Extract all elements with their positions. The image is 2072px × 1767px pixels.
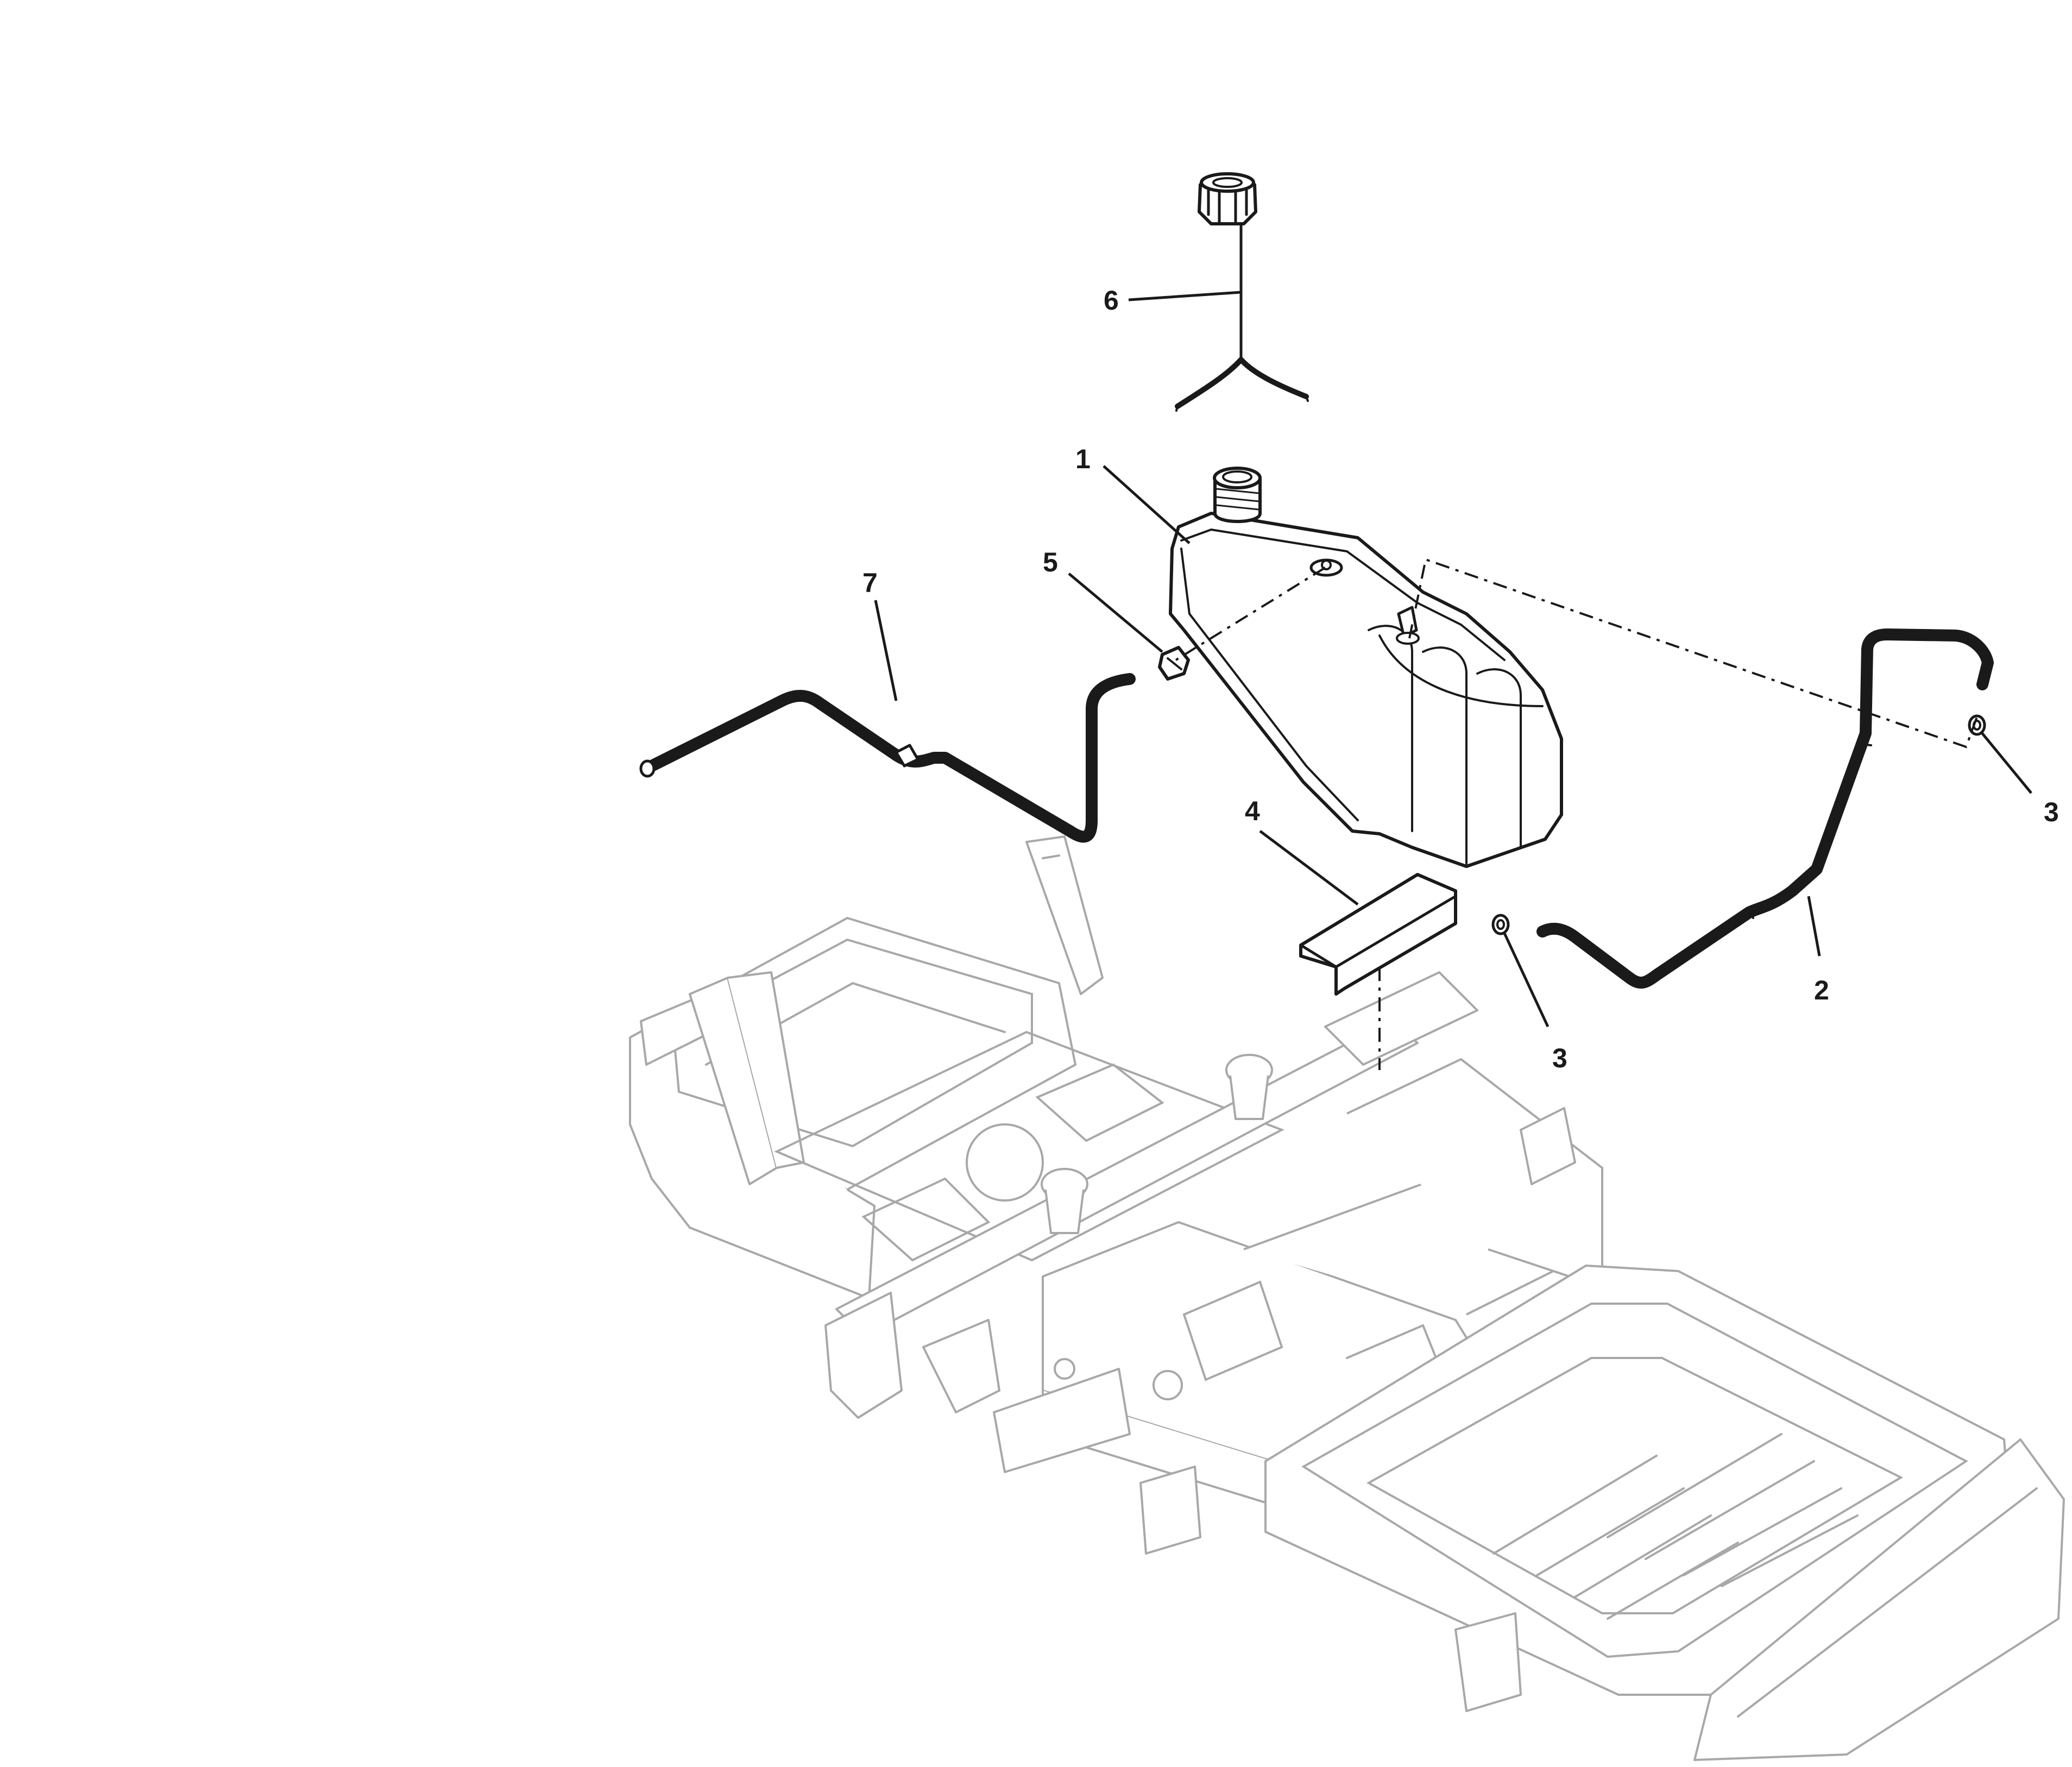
assembly-lines [1175, 558, 1978, 1070]
callout-7: 7 [862, 568, 878, 598]
callout-5: 5 [1043, 547, 1058, 577]
callout-4: 4 [1245, 796, 1260, 826]
fuel-line-right [1536, 628, 1994, 989]
leader-lines [874, 291, 2032, 1028]
fuel-cap [1175, 172, 1309, 412]
callout-6: 6 [1104, 285, 1119, 316]
grommet-lower [1491, 914, 1510, 935]
fuel-tank [1169, 467, 1563, 868]
callout-1: 1 [1075, 444, 1091, 474]
hose-clamp [1158, 646, 1190, 681]
fuel-line-left [639, 673, 1136, 843]
tank-pad [1299, 873, 1457, 996]
callout-3-right: 3 [2044, 797, 2059, 827]
callout-labels: 1 2 3 3 4 5 6 7 [862, 285, 2059, 1073]
mower-frame [629, 835, 2065, 1761]
callout-2: 2 [1814, 975, 1829, 1005]
callout-3-lower: 3 [1552, 1043, 1567, 1073]
grommet-right [1968, 714, 1986, 736]
